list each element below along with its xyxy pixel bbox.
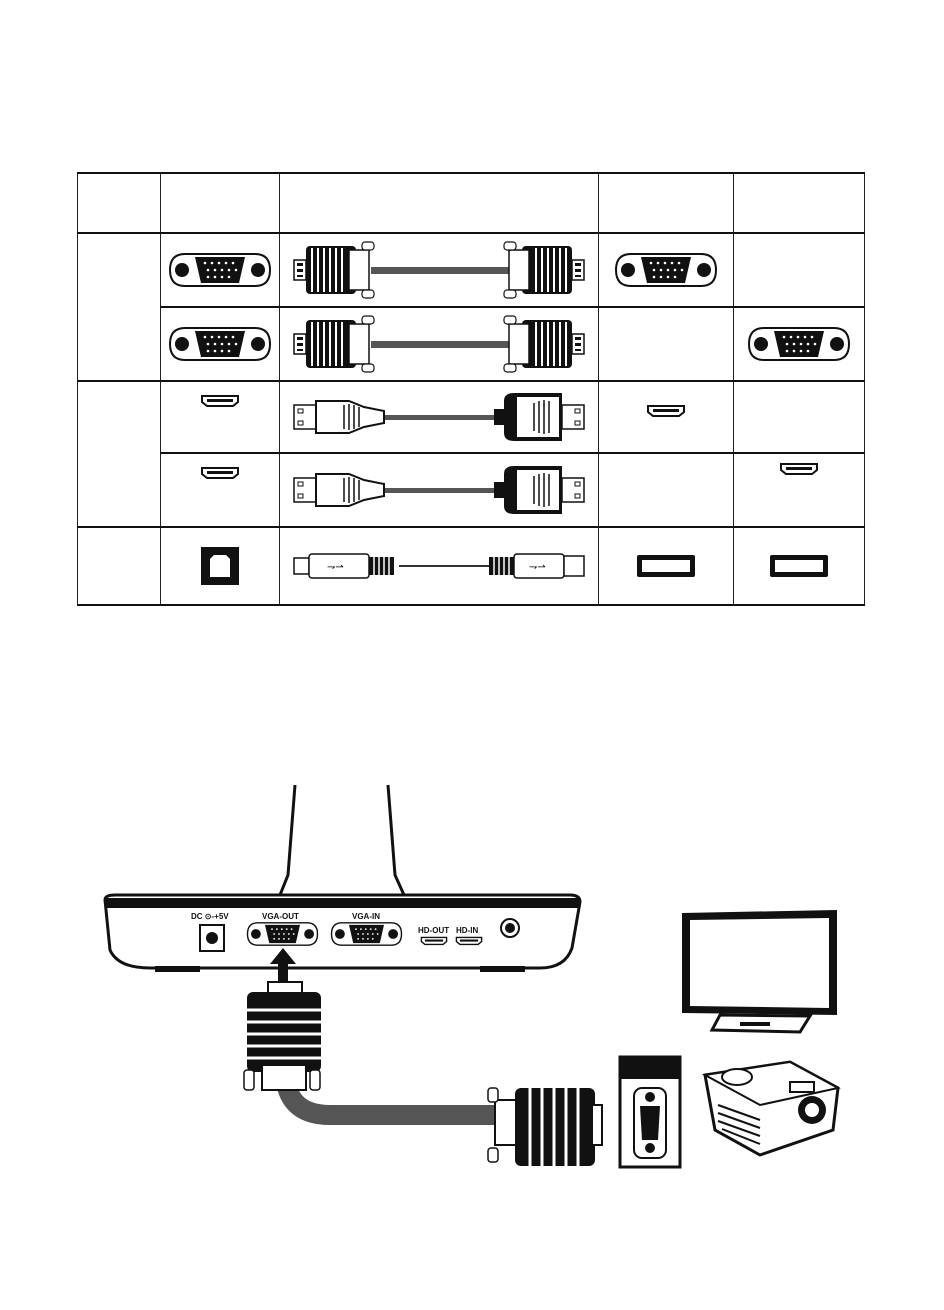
- group-cell-hdmi: [77, 381, 161, 528]
- target-b-cell: [733, 233, 865, 308]
- target-b-cell: [733, 307, 865, 382]
- usb-b-port-icon: [200, 546, 240, 586]
- usb-a-port-icon: [636, 554, 696, 578]
- label-dc: DC ⊙-+5V: [191, 912, 229, 921]
- label-vga-in: VGA-IN: [352, 912, 380, 921]
- group-cell-usb: [77, 527, 161, 606]
- vga-port-icon: [611, 250, 721, 290]
- header-cell: [279, 172, 599, 234]
- target-a-cell: [598, 307, 734, 382]
- table-row: [77, 527, 865, 606]
- target-b-cell: [733, 381, 865, 454]
- table-row: [78, 453, 865, 528]
- connection-diagram: DC ⊙-+5V VGA-OUT VGA-IN HD-OUT HD-IN: [103, 784, 841, 1169]
- header-cell: [598, 172, 734, 234]
- label-vga-out: VGA-OUT: [262, 912, 299, 921]
- cable-cell: [279, 381, 599, 454]
- camera-base-device: DC ⊙-+5V VGA-OUT VGA-IN HD-OUT HD-IN: [103, 893, 582, 972]
- hdmi-port-icon: [200, 394, 240, 408]
- table-row: [78, 307, 865, 382]
- target-b-cell: [733, 453, 865, 528]
- source-port-cell: [160, 527, 280, 606]
- hdmi-cable-icon: [289, 387, 589, 447]
- hdmi-port-icon: [779, 462, 819, 476]
- source-port-cell: [160, 381, 280, 454]
- source-port-cell: [160, 233, 280, 308]
- stand-arm-left: [278, 784, 297, 896]
- source-port-cell: [160, 307, 280, 382]
- hdmi-cable-icon: [289, 460, 589, 520]
- label-hd-in: HD-IN: [456, 926, 478, 935]
- header-cell: [733, 172, 865, 234]
- target-a-cell: [598, 453, 734, 528]
- cable-cell: [279, 307, 599, 382]
- group-cell-vga: [77, 233, 161, 382]
- display-vga-input-panel: [618, 1055, 682, 1169]
- table-header-row: [77, 172, 865, 234]
- connection-table: [77, 172, 865, 606]
- cable-cell: [279, 233, 599, 308]
- source-port-cell: [160, 453, 280, 528]
- table-row: [77, 233, 865, 382]
- vga-cable-icon: [289, 314, 589, 374]
- hdmi-port-icon: [200, 466, 240, 480]
- header-cell: [77, 172, 161, 234]
- vga-port-icon: [744, 324, 854, 364]
- insert-arrow-icon: [270, 948, 296, 985]
- target-a-cell: [598, 381, 734, 454]
- vga-port-icon: [165, 324, 275, 364]
- table-row: [77, 381, 865, 528]
- header-cell: [160, 172, 280, 234]
- monitor-icon: [682, 910, 837, 1034]
- usb-a-port-icon: [769, 554, 829, 578]
- stand-arm-right: [386, 784, 406, 896]
- hdmi-port-icon: [646, 404, 686, 418]
- vga-cable-icon: [289, 240, 589, 300]
- label-hd-out: HD-OUT: [418, 926, 449, 935]
- cable-cell: [279, 527, 599, 606]
- projector-icon: [701, 1060, 841, 1157]
- target-a-cell: [598, 233, 734, 308]
- vga-cable-connection: [243, 981, 603, 1166]
- target-a-cell: [598, 527, 734, 606]
- usb-cable-icon: [289, 546, 589, 586]
- vga-port-icon: [165, 250, 275, 290]
- cable-cell: [279, 453, 599, 528]
- target-b-cell: [733, 527, 865, 606]
